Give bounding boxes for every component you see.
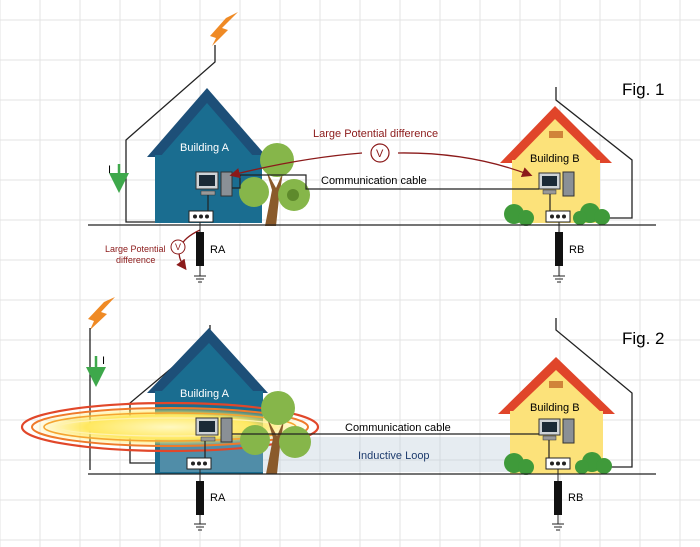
voltmeter-icon — [370, 143, 390, 163]
fig2-current-symbol: I — [102, 355, 105, 367]
bush-icon — [504, 452, 612, 475]
figure-2: Fig. 2 Building A — [20, 297, 665, 531]
voltmeter-icon — [170, 239, 186, 255]
fig2-building-a-label: Building A — [180, 388, 230, 400]
lightning-bolt-icon — [88, 297, 115, 330]
ground-icon — [552, 523, 564, 531]
fig1-building-a-label: Building A — [180, 142, 230, 154]
fig1-current-symbol: I — [108, 164, 111, 176]
magnetic-field-rings — [20, 401, 320, 453]
lightning-conductor-b — [555, 87, 633, 219]
fig2-ra-label: RA — [210, 492, 226, 504]
figure-1: Fig. 1 Building A — [88, 12, 665, 283]
fig1-ground-voltage: V — [175, 242, 181, 252]
potential-difference-arrow — [397, 152, 533, 178]
fig1-ground-potential-2: difference — [116, 255, 155, 265]
fig2-title: Fig. 2 — [622, 329, 665, 348]
ground-icon — [194, 275, 206, 283]
tree-icon — [240, 391, 311, 474]
lightning-bolt-icon — [210, 12, 238, 46]
fig1-cable-label: Communication cable — [321, 175, 427, 187]
resistor-ra — [194, 222, 206, 283]
fig2-loop-label: Inductive Loop — [358, 450, 430, 462]
fig1-ground-potential-1: Large Potential — [105, 244, 166, 254]
potential-difference-arrow — [229, 152, 363, 179]
fig1-title: Fig. 1 — [622, 80, 665, 99]
communication-cable-fig1 — [232, 174, 539, 190]
fig1-rb-label: RB — [569, 244, 584, 256]
computer-icon — [195, 417, 233, 443]
ground-icon — [194, 523, 206, 531]
bush-icon — [504, 203, 610, 226]
computer-icon — [195, 171, 233, 197]
fig2-building-b-label: Building B — [530, 402, 580, 414]
ground-icon — [553, 275, 565, 283]
computer-icon — [538, 171, 575, 197]
fig1-building-b-label: Building B — [530, 153, 580, 165]
terminal-block-a — [186, 457, 212, 470]
resistor-ra — [194, 469, 206, 531]
fig2-rb-label: RB — [568, 492, 583, 504]
fig1-ra-label: RA — [210, 244, 226, 256]
fig2-cable-label: Communication cable — [345, 422, 451, 434]
tree-icon — [239, 143, 310, 226]
fig1-potential-label: Large Potential difference — [313, 128, 438, 140]
terminal-block-a — [188, 210, 214, 223]
terminal-block-b — [545, 210, 571, 223]
terminal-block-b — [545, 457, 571, 470]
lightning-conductor-a — [125, 45, 216, 223]
fig1-voltage-symbol: V — [376, 148, 384, 160]
resistor-rb — [553, 222, 565, 283]
resistor-rb — [552, 469, 564, 531]
